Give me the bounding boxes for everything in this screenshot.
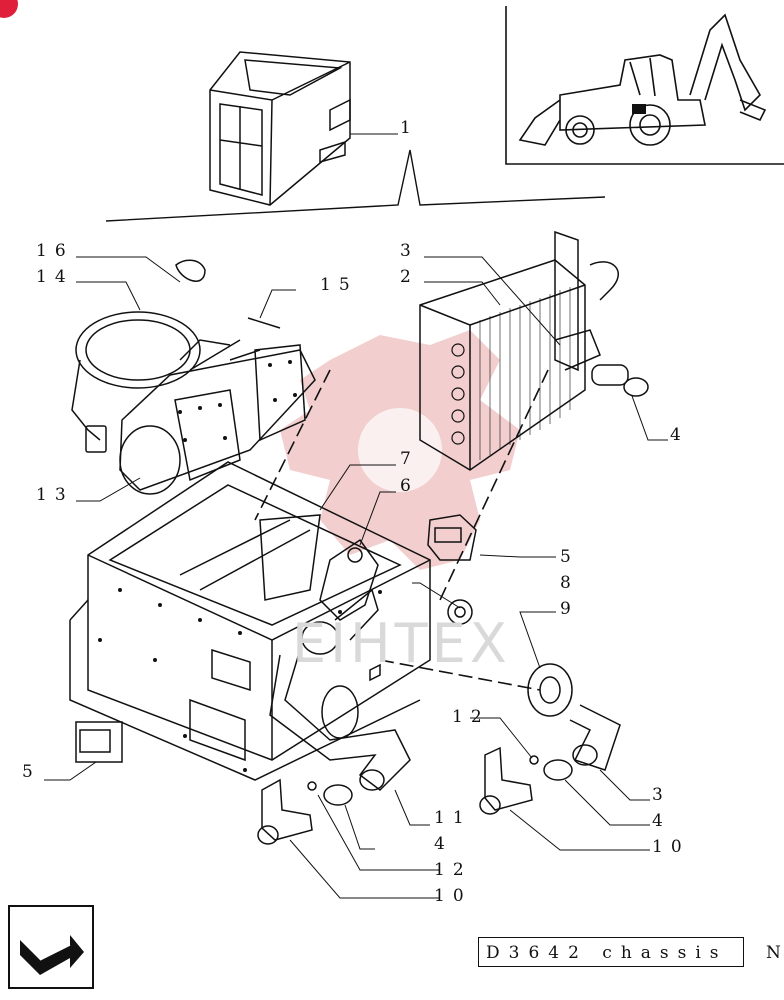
callout-4-bottom-left: 4 (434, 834, 453, 854)
machine-thumbnail (505, 6, 784, 165)
leaders-lower (289, 717, 650, 899)
callout-12-right: 12 (452, 707, 490, 727)
document-code-box (478, 937, 744, 967)
heater-core-tubes (451, 343, 465, 445)
callout-2: 2 (400, 267, 419, 287)
callout-7: 7 (400, 449, 419, 469)
callout-12-left: 12 (434, 860, 472, 880)
callout-16: 16 (36, 241, 74, 261)
callout-8: 8 (560, 573, 579, 593)
red-badge-icon (0, 0, 18, 18)
callout-9: 9 (560, 599, 579, 619)
document-code-suffix: N (766, 943, 781, 963)
callout-13: 13 (36, 485, 74, 505)
dash-line-blower (254, 369, 331, 521)
blower-rivets (178, 360, 297, 442)
callout-3-bottom: 3 (652, 785, 671, 805)
heater-core-fins (479, 287, 571, 460)
part-housing-small (209, 51, 351, 206)
callout-14: 14 (36, 267, 74, 287)
callout-6: 6 (400, 476, 419, 496)
leaders-middle (319, 464, 556, 609)
machine-highlight (632, 104, 646, 114)
leaders-upper-right (424, 256, 668, 441)
leaders-upper-left (76, 256, 296, 502)
callout-11: 11 (434, 808, 472, 828)
washer-part (447, 599, 573, 717)
blower-assembly (71, 259, 316, 495)
heater-core (419, 230, 649, 471)
watermark-emblem-hollow (358, 408, 442, 492)
document-code: D3642 chassis (486, 943, 728, 963)
switch-part (75, 514, 477, 763)
callout-10-right: 10 (652, 837, 690, 857)
callout-10-left: 10 (434, 886, 472, 906)
dash-line-heater (439, 369, 549, 601)
callout-4-right: 4 (670, 425, 689, 445)
callout-5-right: 5 (560, 547, 579, 567)
valve-part (301, 538, 379, 655)
hose-parts (269, 649, 621, 791)
divider-peak (105, 149, 606, 222)
callout-1: 1 (400, 118, 419, 138)
callout-4-bottom-right: 4 (652, 811, 671, 831)
dash-line-grommet (379, 659, 541, 691)
callout-3-top: 3 (400, 241, 419, 261)
watermark-text: EIHTEX (292, 612, 511, 675)
return-arrow-icon[interactable] (8, 905, 94, 989)
chassis-rivets (98, 588, 382, 772)
callout-15: 15 (320, 275, 358, 295)
leader-9 (519, 611, 556, 669)
leader-5b (44, 761, 97, 781)
bracket-parts (257, 746, 573, 845)
callout-5-left: 5 (22, 762, 41, 782)
